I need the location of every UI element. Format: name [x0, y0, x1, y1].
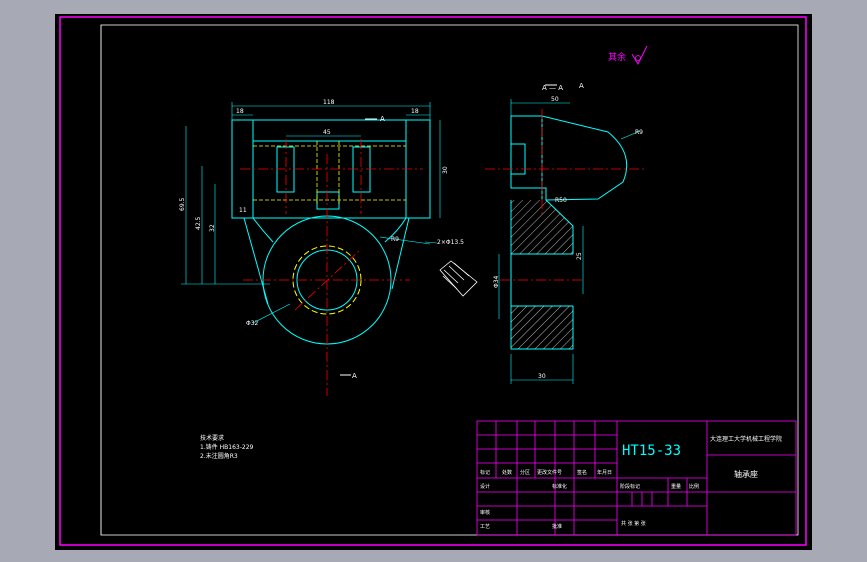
dim-height-low: 32 [209, 224, 216, 232]
tech-req-1: 1.铸件 HB163-229 [200, 443, 254, 451]
dim-center-h: 11 [239, 207, 247, 214]
tb-process: 工艺 [480, 524, 490, 530]
tb-standardization: 标准化 [552, 483, 567, 490]
roughness-symbol [631, 45, 648, 66]
tech-req-heading: 技术要求 [200, 434, 224, 442]
tb-label-date: 年月日 [597, 469, 612, 476]
dim-slot-width: 45 [323, 129, 331, 136]
dim-overall-width: 118 [323, 99, 335, 106]
roughness-note: 其余 [608, 51, 626, 63]
front-view [231, 119, 431, 345]
tb-sheet: 共 张 第 张 [621, 520, 646, 527]
section-mark-a1: A [380, 115, 385, 123]
tb-checker: 审核 [480, 509, 490, 516]
side-dim-h: 25 [576, 252, 583, 260]
dim-height-mid: 42.5 [195, 216, 202, 230]
section-mark-a3: A [579, 82, 584, 90]
tb-label-zone: 分区 [520, 469, 530, 476]
drawing-canvas: 其余 [59, 16, 807, 546]
tb-approve: 批准 [552, 523, 562, 530]
dim-bolt-hole: 2×Φ13.5 [437, 239, 464, 246]
tb-label-count: 处数 [502, 469, 512, 476]
removed-section [439, 260, 478, 297]
side-dim-bore: Φ34 [493, 275, 500, 288]
tb-part-name: 轴承座 [734, 469, 758, 479]
outer-border [59, 16, 807, 546]
side-dim-bottom: 30 [538, 373, 546, 380]
tb-designer: 设计 [480, 483, 490, 490]
tb-material: HT15-33 [622, 443, 681, 459]
side-dim-top: 50 [551, 96, 559, 103]
cad-viewport[interactable]: 其余 [55, 14, 812, 550]
tb-label-sign: 签名 [577, 469, 587, 476]
dim-left-lug: 18 [236, 108, 244, 115]
dim-radius-small: R9 [391, 236, 399, 243]
side-dim-angle: R50 [555, 197, 567, 204]
tb-stage-mark: 阶段标记 [620, 483, 640, 490]
tb-weight: 重量 [671, 483, 681, 490]
tech-req-2: 2.未注圆角R3 [200, 452, 238, 460]
section-title-side: A — A [542, 84, 563, 92]
tb-label-change: 更改文件号 [537, 469, 562, 476]
dim-right-height: 30 [442, 166, 449, 174]
section-mark-a2: A [352, 372, 357, 380]
title-block [476, 420, 797, 536]
dim-diameter: Φ32 [246, 320, 259, 327]
tb-scale: 比例 [689, 483, 699, 490]
tb-school: 大连理工大学机械工程学院 [710, 435, 782, 443]
dim-height-total: 69.5 [179, 197, 186, 211]
tb-label-mark: 标记 [480, 469, 490, 476]
side-dim-r: R9 [635, 129, 643, 136]
dim-right-lug: 18 [411, 108, 419, 115]
